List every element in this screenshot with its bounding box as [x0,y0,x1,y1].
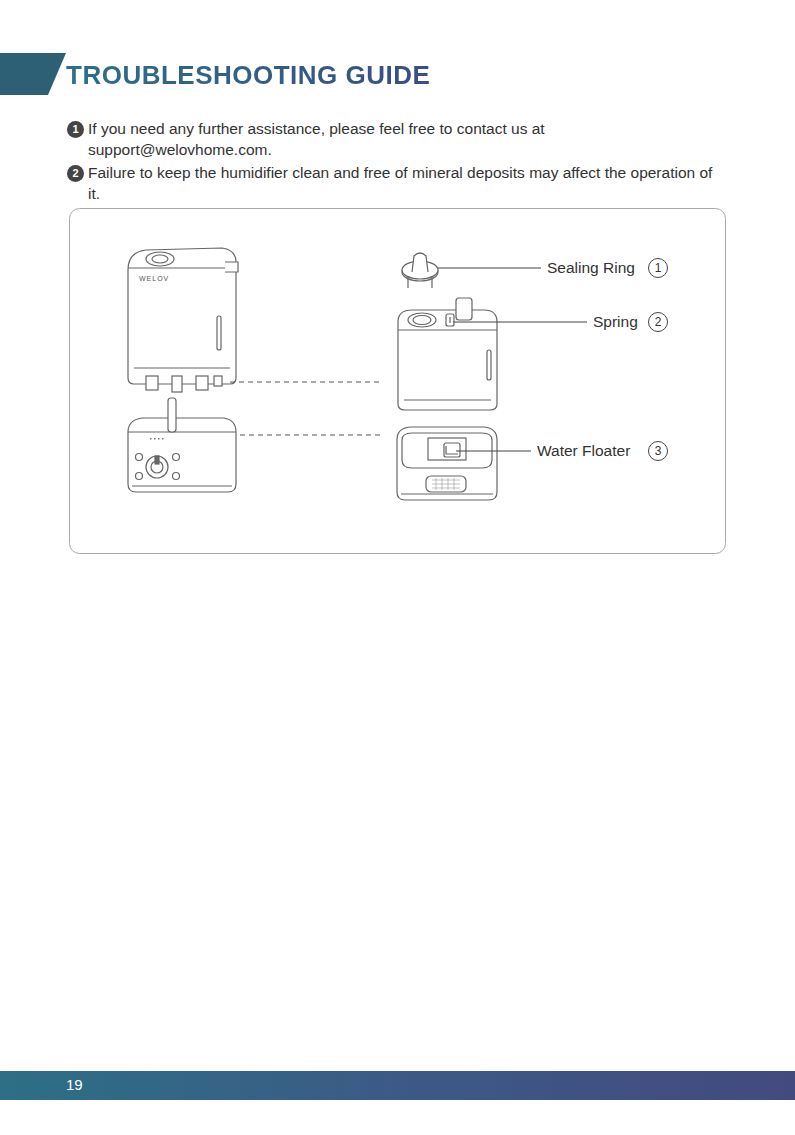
part-name: Spring [593,313,638,332]
sealing-ring-cap [402,253,438,288]
page-number: 19 [66,1076,83,1093]
leader-lines [438,268,587,451]
assembled-base [128,398,236,492]
base [397,427,497,500]
assembled-tank [128,248,238,392]
callout-number: 1 [648,258,668,278]
part-name: Water Floater [537,442,630,461]
callout-number: 2 [648,312,668,332]
panel-frame [70,209,726,554]
footer-band: 19 [0,1071,795,1100]
note-text: Failure to keep the humidifier clean and… [88,163,728,205]
tank [398,298,497,410]
page-title: TROUBLESHOOTING GUIDE [66,60,430,91]
callout-number: 3 [648,441,668,461]
part-name: Sealing Ring [547,259,635,278]
note-text: If you need any further assistance, plea… [88,119,728,161]
title-tab [0,53,66,95]
assembly-dashes [230,382,382,435]
brand-logo: WELOV [139,275,169,283]
note-number: 1 [67,121,84,138]
note-number: 2 [67,165,84,182]
